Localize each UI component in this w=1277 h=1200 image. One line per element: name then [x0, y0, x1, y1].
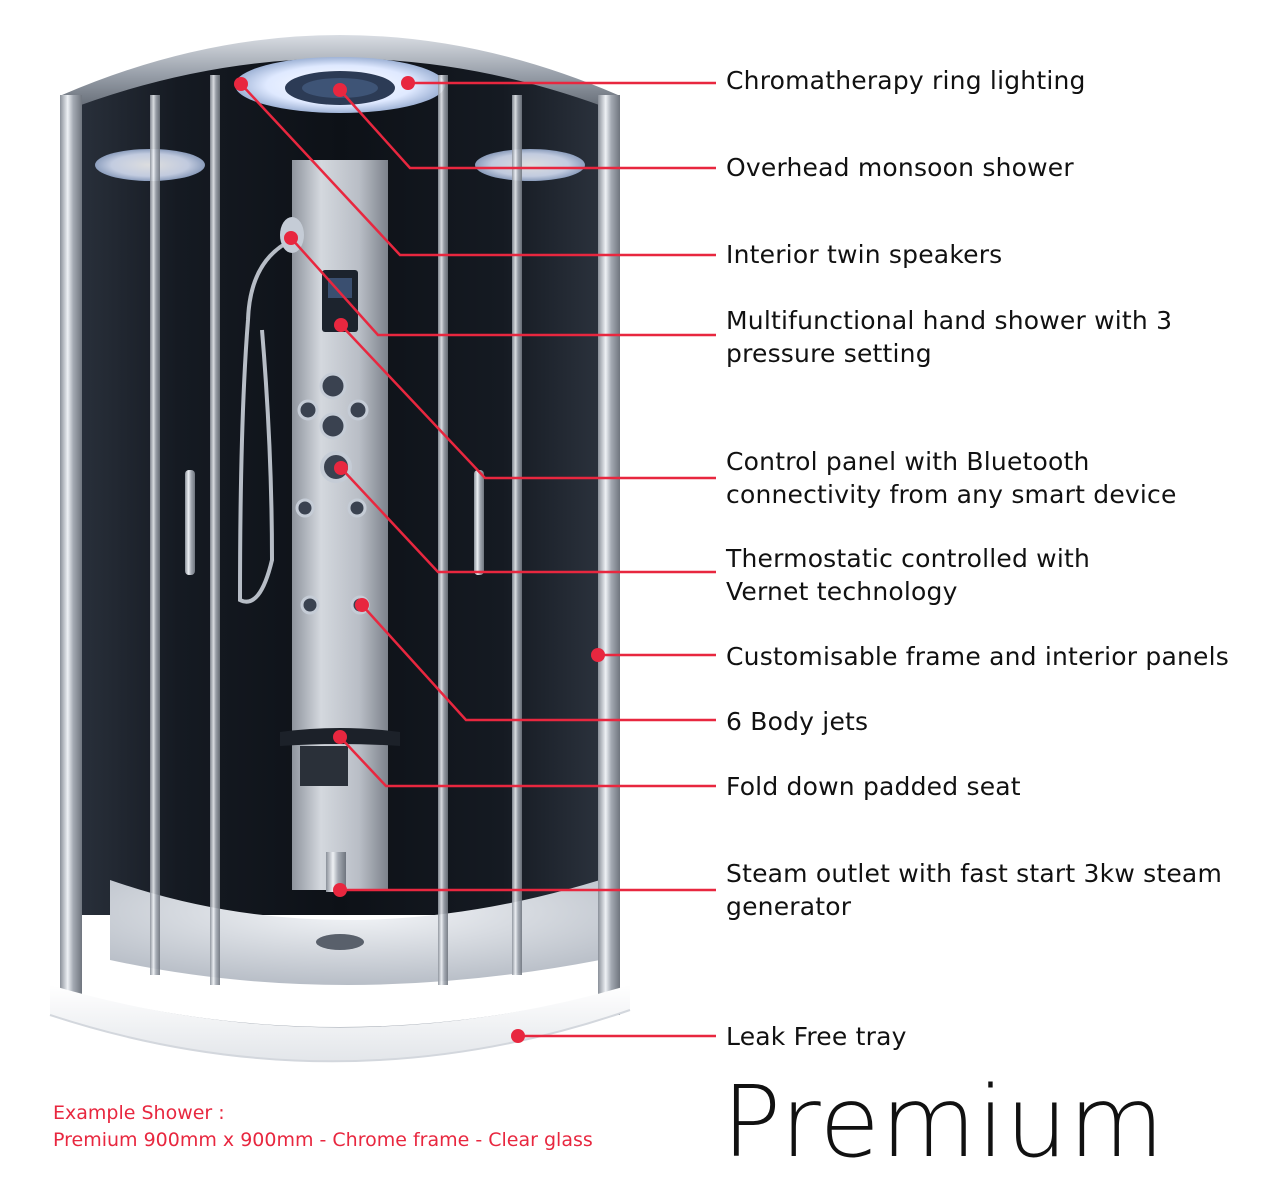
- callout-dot: [511, 1029, 525, 1043]
- label-steam: Steam outlet with fast start 3kw steam g…: [726, 857, 1222, 923]
- label-line: Overhead monsoon shower: [726, 153, 1074, 182]
- callout-line: [339, 89, 716, 170]
- label-thermostatic: Thermostatic controlled with Vernet tech…: [726, 542, 1090, 608]
- cabin-floor: [110, 880, 600, 985]
- callout-lines: [234, 76, 716, 1043]
- label-line: Steam outlet with fast start 3kw steam: [726, 859, 1223, 888]
- label-tray: Leak Free tray: [726, 1020, 907, 1053]
- callout-line: [240, 83, 716, 257]
- label-body-jets: 6 Body jets: [726, 705, 868, 738]
- label-chromatherapy: Chromatherapy ring lighting: [726, 64, 1086, 97]
- left-door-handle: [185, 470, 195, 575]
- label-seat: Fold down padded seat: [726, 770, 1021, 803]
- shower-column: [292, 160, 388, 890]
- label-frame: Customisable frame and interior panels: [726, 640, 1229, 673]
- label-line: Chromatherapy ring lighting: [726, 66, 1086, 95]
- callout-dot: [333, 883, 347, 897]
- label-line: Vernet technology: [726, 577, 958, 606]
- caption-heading: Example Shower :: [53, 1102, 225, 1124]
- caption-details: Premium 900mm x 900mm - Chrome frame - C…: [53, 1129, 593, 1151]
- callout-tray: [511, 1029, 716, 1043]
- hand-shower-hose: [237, 238, 293, 604]
- shower-tray: [50, 985, 630, 1062]
- callout-thermostatic: [334, 461, 716, 574]
- callout-dot: [284, 231, 298, 245]
- right-door-handle: [474, 470, 484, 575]
- callout-hand-shower: [284, 231, 716, 337]
- product-title: Premium: [722, 1066, 1166, 1180]
- callout-chromatherapy: [401, 76, 716, 90]
- callout-body-jets: [355, 598, 716, 722]
- label-line: 6 Body jets: [726, 707, 869, 736]
- label-line: connectivity from any smart device: [726, 480, 1177, 509]
- callout-line: [361, 604, 716, 722]
- label-line: Thermostatic controlled with: [726, 544, 1091, 573]
- callout-control-panel: [334, 318, 716, 480]
- callout-dot: [334, 461, 348, 475]
- label-line: pressure setting: [726, 339, 932, 368]
- right-frame-post: [598, 95, 620, 1015]
- label-line: Interior twin speakers: [726, 240, 1003, 269]
- steam-outlet: [326, 852, 346, 892]
- callout-dot: [333, 83, 347, 97]
- callout-dot: [334, 318, 348, 332]
- label-line: Leak Free tray: [726, 1022, 907, 1051]
- label-speakers: Interior twin speakers: [726, 238, 1002, 271]
- callout-steam: [333, 883, 716, 897]
- callout-seat: [333, 730, 716, 788]
- callout-dot: [333, 730, 347, 744]
- label-monsoon: Overhead monsoon shower: [726, 151, 1074, 184]
- callout-speakers: [234, 77, 716, 257]
- cabin-top-cap: [62, 35, 618, 112]
- callout-line: [340, 467, 716, 574]
- label-line: generator: [726, 892, 852, 921]
- callout-dot: [234, 77, 248, 91]
- label-hand-shower: Multifunctional hand shower with 3 press…: [726, 304, 1172, 370]
- callout-dot: [355, 598, 369, 612]
- drain: [316, 934, 364, 950]
- callout-frame: [591, 648, 716, 662]
- label-line: Customisable frame and interior panels: [726, 642, 1229, 671]
- left-frame-post: [60, 95, 82, 1015]
- callout-dot: [401, 76, 415, 90]
- callout-line: [339, 736, 716, 788]
- callout-monsoon: [333, 83, 716, 170]
- callout-dot: [591, 648, 605, 662]
- label-line: Control panel with Bluetooth: [726, 447, 1090, 476]
- callout-line: [290, 237, 716, 337]
- callout-line: [340, 324, 716, 480]
- label-line: Fold down padded seat: [726, 772, 1021, 801]
- label-control-panel: Control panel with Bluetooth connectivit…: [726, 445, 1177, 511]
- label-line: Multifunctional hand shower with 3: [726, 306, 1173, 335]
